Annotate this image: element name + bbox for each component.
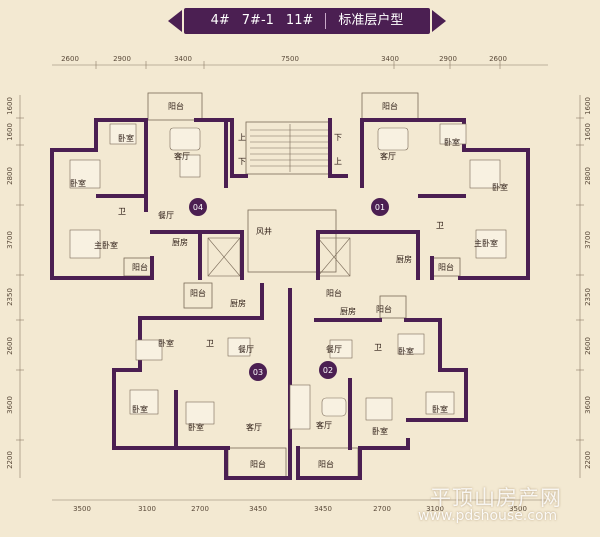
stair-down-left: 下 xyxy=(238,157,246,166)
room-toilet-02: 卫 xyxy=(374,343,382,352)
title-banner: 4# 7#-1 11# 标准层户型 xyxy=(184,8,430,34)
building-11: 11# xyxy=(285,13,314,28)
dim-top-3: 3400 xyxy=(174,55,192,63)
dim-bottom-2: 3100 xyxy=(138,505,156,513)
dim-bottom-5: 3450 xyxy=(314,505,332,513)
room-living-01: 客厅 xyxy=(380,151,396,161)
room-dining-03: 餐厅 xyxy=(238,345,254,354)
room-balcony-02-top: 阳台 xyxy=(326,288,342,298)
dim-bottom-1: 3500 xyxy=(73,505,91,513)
room-master-04: 主卧室 xyxy=(94,240,118,250)
dim-left-2: 1600 xyxy=(6,123,14,141)
dim-right-2: 1600 xyxy=(584,123,592,141)
dim-left-5: 2350 xyxy=(6,288,14,306)
room-bedroom-02-a: 卧室 xyxy=(398,346,414,356)
dim-left-3: 2800 xyxy=(6,167,14,185)
dim-bottom-3: 2700 xyxy=(191,505,209,513)
watermark-url: www.pdshouse.com xyxy=(418,508,558,524)
room-bedroom-03-a: 卧室 xyxy=(158,338,174,348)
stair-down-right: 下 xyxy=(334,133,342,142)
room-balcony-04: 阳台 xyxy=(132,262,148,272)
room-kitchen-03: 厨房 xyxy=(230,298,246,308)
room-dining-04: 餐厅 xyxy=(158,211,174,220)
unit-badge-03: 03 xyxy=(253,368,263,377)
dim-top-5: 3400 xyxy=(381,55,399,63)
room-living-02: 客厅 xyxy=(316,420,332,430)
banner-separator xyxy=(325,13,327,29)
banner-ornament-right xyxy=(432,10,446,32)
dim-left-7: 3600 xyxy=(6,396,14,414)
dim-right-3: 2800 xyxy=(584,167,592,185)
room-bedroom-01-side: 卧室 xyxy=(492,182,508,192)
floor-type-label: 标准层户型 xyxy=(338,13,404,28)
room-balcony-ur: 阳台 xyxy=(382,101,398,111)
room-bedroom-02-c: 卧室 xyxy=(372,426,388,436)
room-kitchen-02: 厨房 xyxy=(340,306,356,316)
stair-up-left: 上 xyxy=(238,133,246,142)
dim-bottom-7: 3100 xyxy=(426,505,444,513)
dim-left-4: 3700 xyxy=(6,231,14,249)
room-bedroom-02-b: 卧室 xyxy=(432,404,448,414)
stair-up-right: 上 xyxy=(334,157,342,166)
unit-badge-02: 02 xyxy=(323,366,333,375)
dim-left-1: 1600 xyxy=(6,97,14,115)
room-balcony-01: 阳台 xyxy=(438,262,454,272)
dim-top-2: 2900 xyxy=(113,55,131,63)
room-bedroom-ul: 卧室 xyxy=(118,133,134,143)
unit-badge-04: 04 xyxy=(193,203,203,212)
room-balcony-02-side: 阳台 xyxy=(376,304,392,314)
building-7-1: 7#-1 xyxy=(241,13,274,28)
dim-top-6: 2900 xyxy=(439,55,457,63)
room-bedroom-ur: 卧室 xyxy=(444,137,460,147)
room-shaft: 风井 xyxy=(256,226,272,236)
room-toilet-04: 卫 xyxy=(118,207,126,216)
dim-right-4: 3700 xyxy=(584,231,592,249)
room-bedroom-04-side: 卧室 xyxy=(70,178,86,188)
dim-top-1: 2600 xyxy=(61,55,79,63)
dim-right-1: 1600 xyxy=(584,97,592,115)
dim-bottom-6: 2700 xyxy=(373,505,391,513)
dim-left-8: 2200 xyxy=(6,451,14,469)
room-bedroom-03-b: 卧室 xyxy=(132,404,148,414)
room-balcony-03: 阳台 xyxy=(190,288,206,298)
dim-top-4: 7500 xyxy=(281,55,299,63)
room-balcony-02-bottom: 阳台 xyxy=(318,459,334,469)
room-kitchen-04: 厨房 xyxy=(172,237,188,247)
dim-right-6: 2600 xyxy=(584,337,592,355)
room-kitchen-01: 厨房 xyxy=(396,254,412,264)
dim-right-5: 2350 xyxy=(584,288,592,306)
dim-top-7: 2600 xyxy=(489,55,507,63)
dim-right-8: 2200 xyxy=(584,451,592,469)
room-toilet-01: 卫 xyxy=(436,221,444,230)
room-living-04: 客厅 xyxy=(174,151,190,161)
dim-bottom-4: 3450 xyxy=(249,505,267,513)
room-balcony-03-bottom: 阳台 xyxy=(250,459,266,469)
unit-badge-01: 01 xyxy=(375,203,385,212)
building-4: 4# xyxy=(210,13,230,28)
dim-right-7: 3600 xyxy=(584,396,592,414)
banner-ornament-left xyxy=(168,10,182,32)
room-master-01: 主卧室 xyxy=(474,238,498,248)
room-dining-02: 餐厅 xyxy=(326,345,342,354)
room-balcony-ul: 阳台 xyxy=(168,101,184,111)
room-living-03: 客厅 xyxy=(246,422,262,432)
dim-bottom-8: 3500 xyxy=(509,505,527,513)
room-bedroom-03-c: 卧室 xyxy=(188,422,204,432)
watermark-site-name: 平顶山房产网 xyxy=(430,486,562,510)
room-toilet-03: 卫 xyxy=(206,339,214,348)
dim-left-6: 2600 xyxy=(6,337,14,355)
